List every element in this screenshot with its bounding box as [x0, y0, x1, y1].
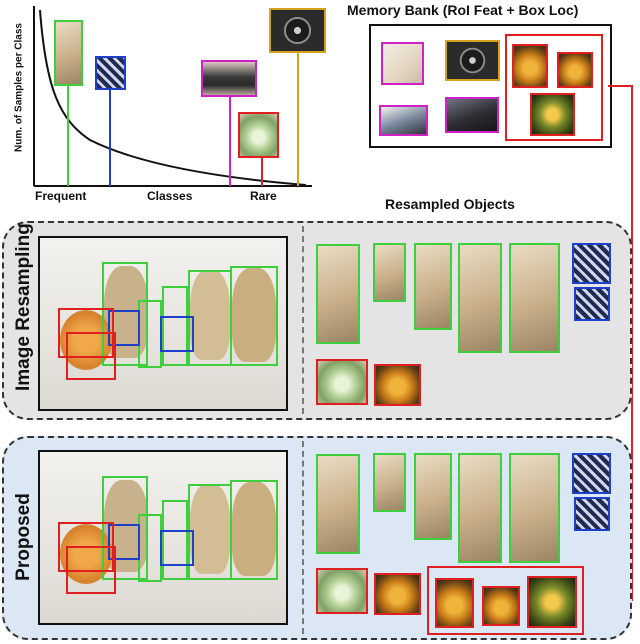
bbox-bear-1	[102, 476, 148, 580]
p2-thumb-gourd-2	[482, 586, 520, 626]
p2-thumb-gourd-3	[527, 576, 577, 628]
long-tail-plot	[33, 6, 312, 187]
memory-bank-box	[369, 24, 612, 148]
scene-image-1	[38, 236, 288, 411]
p2-rare-group	[427, 566, 584, 635]
mb-thumb-gourd-3	[530, 93, 575, 136]
mb-thumb-shoe	[381, 42, 424, 85]
p1-thumb-bear-4	[458, 243, 502, 353]
p2-thumb-bear-1	[316, 454, 360, 554]
bbox-shirt-1	[108, 524, 140, 560]
p1-thumb-bear-3	[414, 243, 452, 330]
x-tick-rare: Rare	[250, 189, 277, 203]
mb-thumb-dark	[445, 97, 499, 133]
p2-thumb-gourd-1	[435, 578, 474, 628]
mb-thumb-wheel	[445, 40, 500, 81]
bbox-bear-1	[102, 262, 148, 366]
panel-divider-2	[302, 441, 304, 634]
p1-thumb-shirt-1	[572, 243, 611, 284]
scene-image-2	[38, 450, 288, 625]
p2-thumb-bear-5	[509, 453, 560, 563]
long-tail-curve	[39, 9, 307, 186]
resampled-objects-title: Resampled Objects	[385, 196, 515, 212]
bbox-shirt-2	[160, 316, 194, 352]
p1-thumb-pumpkin	[374, 364, 421, 406]
mb-thumb-gourd-2	[557, 52, 593, 88]
bbox-bear-5	[230, 480, 278, 580]
panel-divider-1	[302, 226, 304, 414]
chart-thumb-bear	[54, 20, 83, 86]
bbox-bear-5	[230, 266, 278, 366]
p1-thumb-cabbage	[316, 359, 368, 405]
p2-thumb-bear-4	[458, 453, 502, 563]
bbox-shirt-1	[108, 310, 140, 346]
p2-thumb-bear-2	[373, 453, 406, 512]
bbox-bear-3	[162, 286, 188, 366]
p1-thumb-bear-1	[316, 244, 360, 344]
chart-thumb-car	[201, 60, 257, 97]
p1-thumb-bear-2	[373, 243, 406, 302]
bbox-shirt-2	[160, 530, 194, 566]
bbox-bear-4	[188, 270, 232, 366]
p2-thumb-shirt-2	[574, 497, 610, 531]
x-tick-frequent: Frequent	[35, 189, 87, 203]
x-axis-label: Classes	[147, 189, 193, 203]
chart-thumb-wheel	[269, 8, 326, 53]
mb-thumb-gourd-1	[512, 44, 548, 88]
chart-thumb-cabbage	[238, 112, 279, 158]
memory-bank-title: Memory Bank (RoI Feat + Box Loc)	[347, 2, 579, 18]
panel-label-image-resampling: Image Resampling	[13, 223, 34, 391]
mb-rare-group	[505, 34, 603, 141]
p2-thumb-bear-3	[414, 453, 452, 540]
panel-label-proposed: Proposed	[13, 493, 34, 581]
chart-thumb-shirt	[95, 56, 126, 90]
bbox-bear-2	[138, 514, 162, 582]
mb-thumb-board	[379, 105, 428, 136]
p2-thumb-shirt-1	[572, 453, 611, 494]
bbox-cabbage	[66, 332, 116, 380]
bbox-bear-3	[162, 500, 188, 580]
p2-thumb-pumpkin	[374, 573, 421, 615]
bbox-cabbage	[66, 546, 116, 594]
p1-thumb-shirt-2	[574, 287, 610, 321]
bbox-bear-2	[138, 300, 162, 368]
bbox-bear-4	[188, 484, 232, 580]
p1-thumb-bear-5	[509, 243, 560, 353]
p2-thumb-cabbage	[316, 568, 368, 614]
y-axis-label: Num. of Samples per Class	[13, 23, 25, 152]
